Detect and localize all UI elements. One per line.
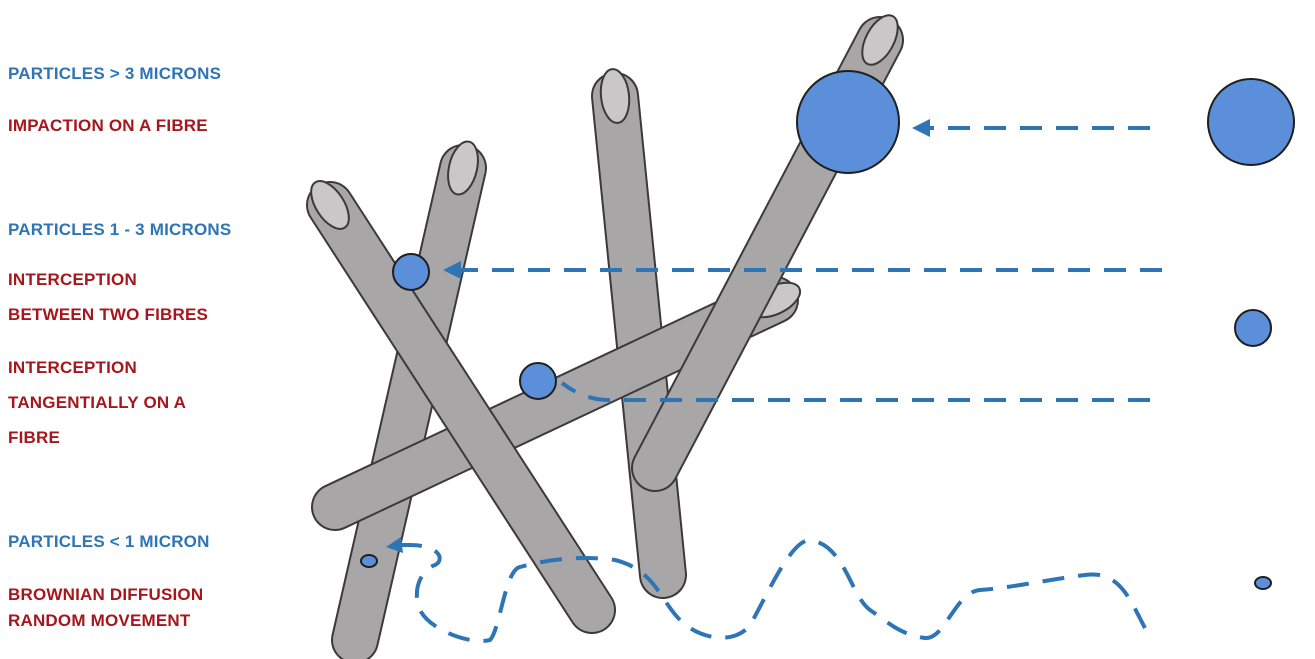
particle-large-incoming <box>1208 79 1294 165</box>
particle-small-captured <box>361 555 377 567</box>
brownian-path <box>400 540 1145 641</box>
impaction-arrowhead <box>912 119 930 137</box>
particle-large-captured <box>797 71 899 173</box>
incoming-particles <box>1208 79 1294 589</box>
fibre-b <box>598 68 663 575</box>
particle-medium-captured-two-fibres <box>393 254 429 290</box>
particle-medium-incoming <box>1235 310 1271 346</box>
particle-small-incoming <box>1255 577 1271 589</box>
particle-medium-captured-tangential <box>520 363 556 399</box>
